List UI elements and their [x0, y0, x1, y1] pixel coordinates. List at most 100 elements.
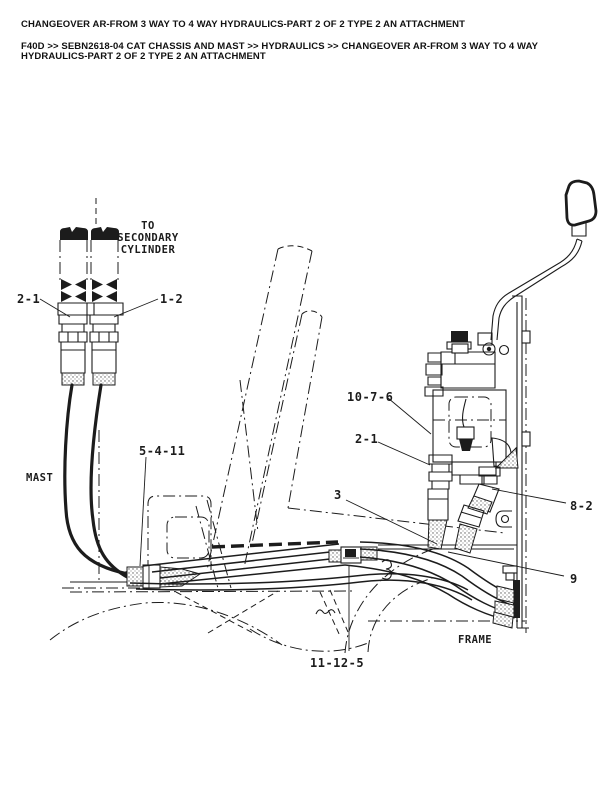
mast-rail-inner-right [287, 316, 323, 509]
callout-cyl-left-fitting: 2-1 [17, 292, 40, 306]
diagram-labels: TO SECONDARY CYLINDER 2-1 1-2 MAST 5-4-1… [17, 220, 593, 670]
label-frame: FRAME [458, 634, 492, 646]
cowl-outline-inner [166, 516, 210, 559]
hose-bundle [126, 540, 515, 629]
hose-right [89, 383, 133, 581]
floor-phantom-line [69, 590, 353, 593]
cyl-manifold-plate [57, 302, 124, 316]
belly-arc [249, 628, 369, 652]
clamp-5-4-11-block [142, 564, 161, 589]
cyl-left-tube [59, 240, 88, 283]
cyl-left-hose-end [61, 372, 85, 386]
cyl-right-hex-fitting [89, 314, 119, 343]
callout-hose-rear: 9 [570, 572, 578, 586]
valve-fitting-coupling [427, 488, 449, 521]
elbow-hex [478, 466, 501, 485]
valve-wire [461, 398, 467, 428]
mast-inner-top-cap [301, 310, 323, 318]
diag-dash-2 [329, 589, 349, 633]
cyl-right-hose-end [92, 372, 116, 386]
steer-column-line [239, 379, 259, 533]
undercarriage-phantom [49, 548, 437, 654]
diag-dash-1 [319, 591, 341, 637]
frame-hook-hole [500, 514, 510, 524]
leader-10-7-6 [387, 397, 432, 435]
page-title: CHANGEOVER AR-FROM 3 WAY TO 4 WAY HYDRAU… [21, 19, 466, 30]
rear-wheel-arch-outer [344, 548, 434, 654]
callout-mast-hose-clamp: 5-4-11 [139, 444, 185, 458]
leader-9 [447, 551, 565, 577]
valve-bottom-flange [451, 461, 497, 485]
leader-2-1-right [377, 441, 431, 466]
leader-1-2 [113, 298, 159, 318]
frame-hose-anchor-bar [513, 580, 520, 618]
mast-rail-outer-right [243, 250, 313, 569]
valve-plug-body [456, 426, 475, 440]
mast-rail-outer-left [206, 248, 279, 571]
frame-tab-upper [521, 330, 531, 344]
valve-pivot-circle [482, 342, 496, 356]
valve-upper-housing [440, 351, 496, 389]
leader-3 [345, 499, 438, 545]
frame-bolt-upper [502, 565, 518, 574]
hose-end-cap-1 [496, 585, 515, 604]
elbow-stipple-band [467, 495, 493, 515]
cyl-right-cap [91, 227, 119, 240]
bundle-lines [142, 543, 346, 585]
mast-hidden-line-2 [206, 499, 232, 589]
cyl-left-flow-arrows [61, 279, 86, 302]
hose-left [63, 383, 130, 576]
frame-bolt-lower [505, 572, 515, 581]
callout-cyl-right-fitting: 1-2 [160, 292, 183, 306]
cross-line-2 [207, 590, 279, 634]
elbow-hose-drop [454, 523, 478, 554]
control-lever [490, 179, 598, 341]
to-secondary-cylinder-line3: CYLINDER [121, 244, 176, 256]
cyl-left-hex-fitting [58, 314, 88, 343]
to-secondary-cylinder-line1: TO [141, 220, 155, 232]
clamp2-stipple-left [328, 549, 342, 563]
cyl-left-cap [60, 227, 88, 240]
valve-top-mount [451, 331, 468, 342]
to-secondary-cylinder-line2: SECONDARY [117, 232, 179, 244]
cross-line-1 [175, 591, 254, 634]
secondary-cylinder-fittings [57, 227, 124, 386]
valve-plug-tip [459, 439, 473, 451]
front-wheel-arc [49, 601, 283, 646]
cowl-outline-outer [147, 495, 212, 572]
rear-wheel-arch-inner [367, 576, 437, 653]
hose-s-curves [344, 541, 513, 621]
mast-and-body-phantom [62, 198, 506, 593]
hidden-hose-dashed [211, 540, 339, 549]
callout-hose-front: 3 [334, 488, 342, 502]
bundle-lower-lines [129, 573, 473, 601]
valve-fitting-hex-stack [428, 454, 453, 490]
valve-boss-circle [498, 344, 510, 356]
callout-leaders [39, 298, 567, 651]
elbow-lower-hex [457, 504, 485, 528]
label-mast: MAST [26, 472, 53, 484]
valve-pivot-pin [486, 346, 492, 352]
cyl-left-coupling [60, 341, 86, 374]
mast-hoses [63, 383, 133, 581]
valve-gusset [494, 446, 519, 469]
lever-knob [564, 179, 598, 227]
valve-main-body [432, 389, 507, 463]
valve-upper-boss [451, 343, 469, 354]
lever-stem [571, 223, 587, 237]
callout-valve-fitting: 2-1 [355, 432, 378, 446]
leader-8-2 [491, 488, 567, 504]
clamp2-bolt [345, 549, 356, 557]
hose-clip-squiggle-1 [381, 559, 392, 580]
control-valve-assembly [424, 331, 519, 554]
leader-2-1-left [39, 298, 71, 318]
mast-rail-inner-left [250, 313, 303, 549]
hose-end-cap-3 [492, 611, 514, 629]
lever-rod [490, 238, 583, 341]
cyl-right-tube [90, 240, 119, 283]
callout-valve-group: 10-7-6 [347, 390, 393, 404]
mast-top-cap [277, 245, 313, 252]
hose-clip-squiggle-2 [315, 609, 336, 615]
